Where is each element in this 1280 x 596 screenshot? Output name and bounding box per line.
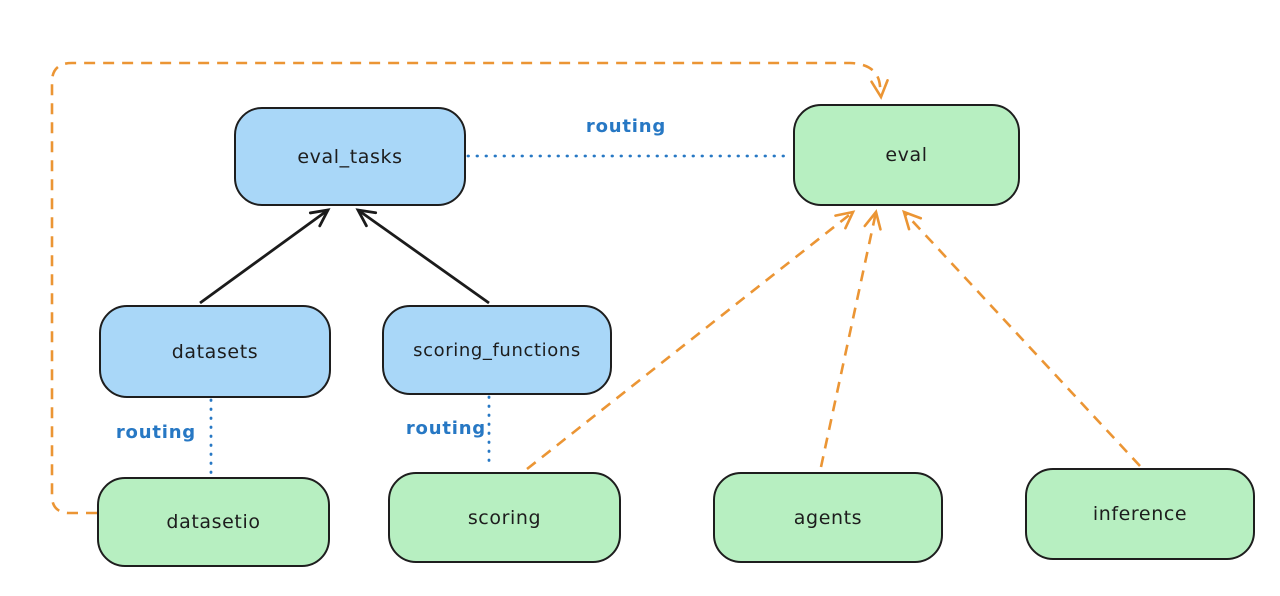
edge-agents-eval [819, 209, 882, 468]
node-inference: inference [1025, 468, 1255, 560]
edge-datasets-eval_tasks [199, 208, 331, 305]
edge-scoring_functions-eval_tasks [355, 208, 490, 305]
node-datasetio-label: datasetio [166, 511, 261, 533]
node-scoring_functions-label: scoring_functions [413, 339, 581, 361]
node-eval-label: eval [885, 144, 928, 166]
node-scoring: scoring [388, 472, 621, 563]
edge-label-routing-scoring: routing [405, 418, 486, 439]
node-eval_tasks-label: eval_tasks [297, 145, 403, 168]
edge-scoring-eval [526, 210, 856, 471]
node-eval_tasks: eval_tasks [234, 107, 466, 206]
node-eval: eval [793, 104, 1020, 206]
node-agents-label: agents [793, 506, 863, 529]
node-scoring_functions: scoring_functions [382, 305, 612, 395]
edge-datasetio-eval [50, 61, 889, 515]
node-inference-label: inference [1092, 503, 1188, 525]
node-datasetio: datasetio [97, 477, 330, 567]
node-datasets: datasets [99, 305, 331, 398]
node-datasets-label: datasets [171, 340, 259, 363]
edge-label-routing-datasetio: routing [115, 422, 196, 443]
node-scoring-label: scoring [467, 506, 542, 529]
edge-label-routing-top: routing [585, 116, 667, 137]
node-agents: agents [713, 472, 943, 563]
edge-inference-eval [902, 209, 1141, 467]
